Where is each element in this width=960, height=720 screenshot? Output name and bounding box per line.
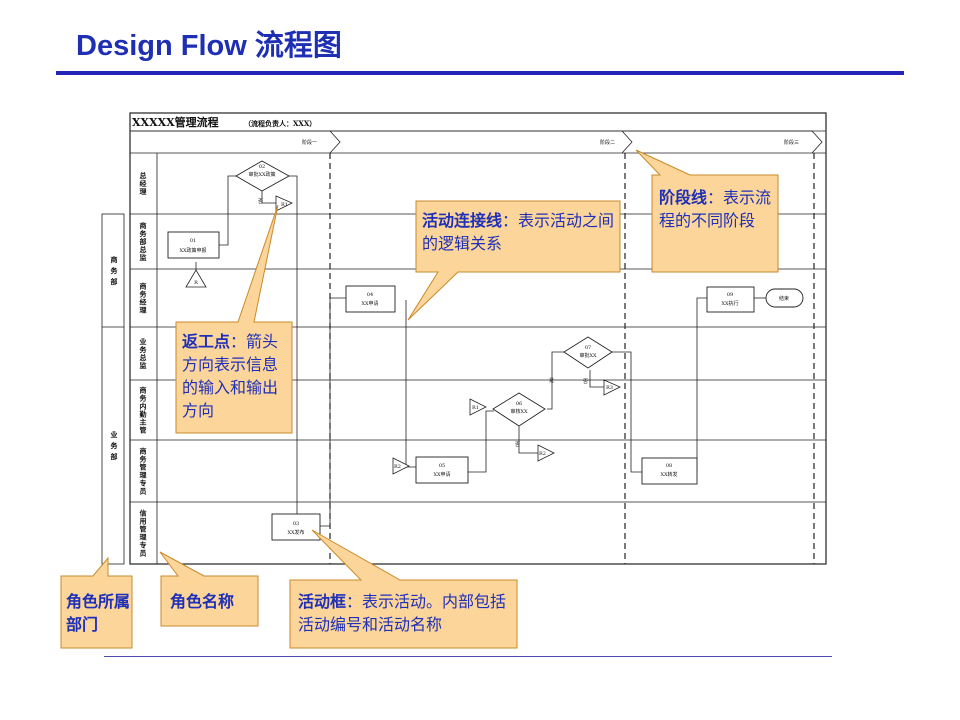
svg-text:08: 08: [666, 463, 672, 469]
svg-text:XX执行: XX执行: [721, 300, 738, 307]
activity-diamond-07: 07 审批XX: [563, 336, 613, 369]
role-label: 商务管理专员: [140, 447, 148, 496]
phase-label-1: 阶段一: [302, 139, 317, 146]
rework-point-r2-out: R2: [537, 444, 555, 462]
page-title: Design Flow 流程图: [76, 30, 342, 62]
connectors: [195, 175, 766, 527]
activity-box-04: 04 XX申请: [345, 285, 396, 313]
svg-text:06: 06: [516, 401, 522, 407]
activity-box-01: 01 XX政策申报: [167, 231, 220, 259]
role-label: 商务内勤主管: [140, 386, 148, 435]
rework-point-r1-in: R1: [469, 398, 487, 416]
svg-text:审核XX: 审核XX: [510, 408, 528, 415]
flow-title: XXXXX管理流程: [132, 115, 219, 129]
role-label: 商务经理: [140, 282, 148, 315]
no-label: 否: [258, 199, 263, 205]
svg-text:R1: R1: [472, 405, 479, 411]
role-label: 商务部总监: [140, 221, 148, 262]
callout-shapes: [60, 149, 779, 649]
bottom-rule: [104, 656, 832, 657]
svg-text:R2: R2: [394, 464, 401, 470]
svg-text:XX申请: XX申请: [361, 300, 378, 307]
department-label: 商务部: [111, 255, 119, 286]
svg-text:01: 01: [190, 238, 196, 244]
activity-diamond-02: 02 审批XX政策: [235, 160, 290, 192]
activity-box-05: 05 XX申请: [415, 456, 469, 484]
svg-text:R2: R2: [539, 451, 546, 457]
phase-label-3: 阶段三: [784, 139, 799, 146]
title-rule: [56, 71, 904, 75]
rework-point-r3: R3: [603, 379, 621, 396]
activity-diamond-06: 06 审核XX: [492, 392, 546, 427]
rework-point-r1-top: R1: [275, 195, 293, 212]
svg-text:02: 02: [259, 164, 265, 170]
activity-box-09: 09 XX执行: [706, 286, 755, 313]
rework-point-r2-in: R2: [392, 457, 410, 475]
rework-point-r: R: [185, 269, 207, 288]
phase-header: [131, 130, 823, 154]
svg-text:R3: R3: [606, 385, 613, 391]
svg-text:XX政策申报: XX政策申报: [179, 247, 206, 254]
svg-text:09: 09: [727, 292, 733, 298]
svg-text:05: 05: [439, 463, 445, 469]
role-label: 总经理: [140, 171, 147, 196]
svg-text:R1: R1: [281, 202, 288, 208]
yes-label: 是: [549, 378, 554, 384]
activity-box-03: 03 XX发布: [271, 513, 321, 541]
svg-text:审批XX政策: 审批XX政策: [248, 171, 275, 178]
no-label: 否: [515, 442, 520, 448]
svg-text:04: 04: [367, 292, 373, 298]
role-label: 业务总监: [140, 337, 148, 370]
svg-text:结束: 结束: [779, 295, 789, 302]
activity-box-08: 08 XX转发: [641, 457, 698, 485]
role-label: 信用管理专员: [140, 509, 147, 558]
end-terminator: 结束: [765, 288, 804, 308]
svg-text:07: 07: [585, 345, 591, 351]
callout-department: 角色所属部门: [66, 592, 131, 634]
callout-rework: 返工点：箭头方向表示信息的输入和输出方向: [182, 332, 279, 420]
svg-text:XX转发: XX转发: [660, 471, 677, 478]
phase-label-2: 阶段二: [600, 139, 615, 146]
svg-text:XX发布: XX发布: [287, 529, 304, 536]
callout-phase-line: 阶段线：表示流程的不同阶段: [659, 188, 772, 230]
svg-text:03: 03: [293, 521, 299, 527]
department-label: 业务部: [111, 430, 119, 461]
callout-role-name: 角色名称: [170, 592, 235, 611]
svg-text:R: R: [194, 280, 198, 286]
callout-connector: 活动连接线：表示活动之间的逻辑关系: [422, 211, 615, 253]
svg-text:审批XX: 审批XX: [579, 352, 597, 359]
callout-activity-box: 活动框：表示活动。内部包括活动编号和活动名称: [298, 592, 507, 634]
svg-text:XX申请: XX申请: [433, 471, 450, 478]
no-label: 否: [583, 379, 588, 385]
flow-owner: （流程负责人：XXX）: [244, 119, 316, 128]
